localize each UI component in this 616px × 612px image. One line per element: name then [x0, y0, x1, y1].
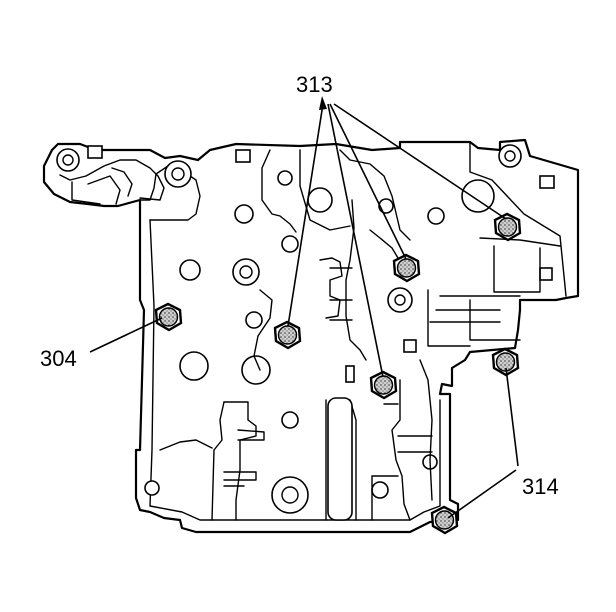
leader-313-a: [287, 103, 324, 327]
bolt-304: [154, 302, 183, 332]
leader-313-c: [327, 103, 384, 378]
bolts: [154, 212, 522, 535]
bolt-313-a: [273, 320, 302, 350]
bolt-313-c: [369, 370, 398, 400]
bolt-314-a: [491, 347, 520, 377]
callout-314: 314: [522, 474, 559, 499]
leader-304: [89, 317, 163, 353]
bolt-313-d: [493, 212, 522, 242]
bolt-313-b: [392, 253, 421, 283]
callout-304: 304: [40, 346, 77, 371]
leader-313-d: [333, 103, 507, 220]
leader-313-b: [329, 103, 407, 260]
leader-314-a: [505, 367, 519, 467]
bolt-314-b: [430, 505, 459, 535]
callout-313: 313: [296, 72, 333, 97]
leader-lines: [89, 96, 519, 519]
left-mounting-ear: [56, 145, 192, 205]
upper-right-plate: [427, 141, 567, 347]
body-features: [144, 149, 495, 521]
leader-314-b: [447, 469, 517, 519]
